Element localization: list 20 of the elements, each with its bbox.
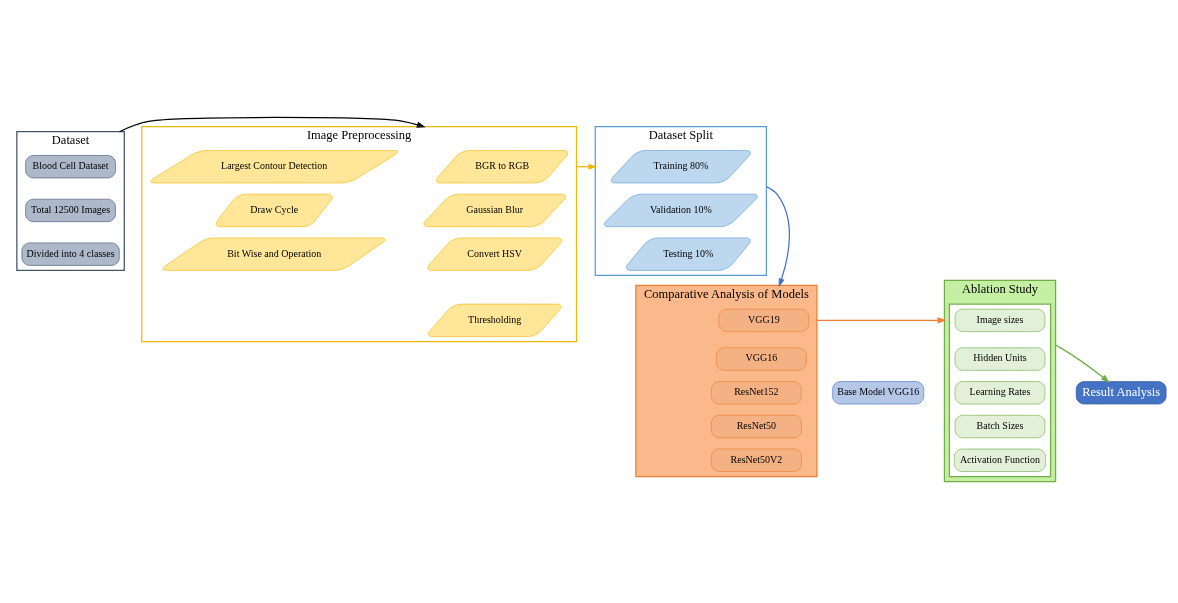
arrow <box>118 116 426 132</box>
node-box: Image sizes <box>954 308 1046 332</box>
node-box: Learning Rates <box>954 380 1046 404</box>
node-box: Blood Cell Dataset <box>25 154 116 178</box>
node-box: Batch Sizes <box>954 414 1046 438</box>
node-box: VGG19 <box>718 308 810 332</box>
node-box: Activation Function <box>954 448 1046 472</box>
arrow <box>816 316 947 323</box>
node-box: Total 12500 Images <box>25 198 116 222</box>
node-box: ResNet50V2 <box>711 448 802 472</box>
node-box: ResNet50 <box>711 414 802 438</box>
cluster <box>948 303 1052 477</box>
node-box: VGG16 <box>716 347 807 371</box>
node-box: Result Analysis <box>1075 380 1167 404</box>
arrow <box>1054 343 1110 383</box>
node-box: Hidden Units <box>954 347 1046 371</box>
node-box: Divided into 4 classes <box>21 242 120 266</box>
node-box: Base Model VGG16 <box>832 380 925 404</box>
node-box: ResNet152 <box>711 380 802 404</box>
arrow <box>765 185 790 287</box>
